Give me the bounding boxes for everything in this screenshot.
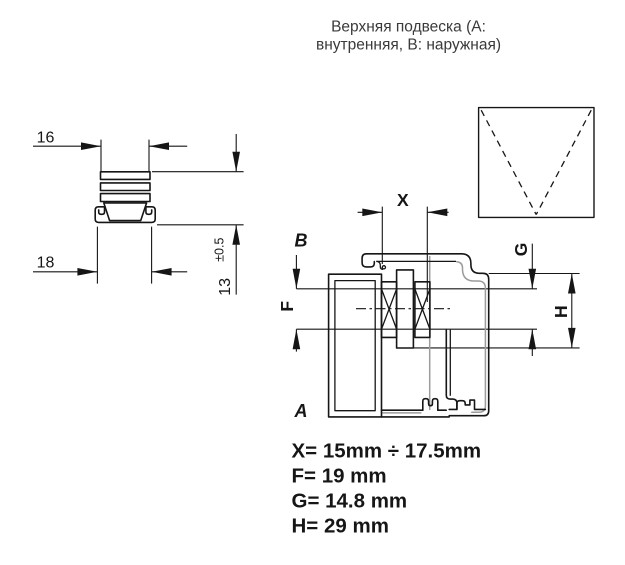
ref-lines-middle	[296, 288, 537, 330]
dimension-values: X= 15mm ÷ 17.5mm F= 19 mm G= 14.8 mm H= …	[292, 440, 482, 538]
arrow-down-icon	[232, 151, 240, 172]
arrow-right-icon	[81, 142, 101, 150]
arrow-up-icon	[292, 329, 301, 350]
profile-a-bottom-flange	[380, 409, 450, 418]
title-line-1: Верхняя подвеска (А:	[331, 19, 486, 36]
dim-label-g: G	[511, 243, 531, 257]
fastener-wedge	[103, 202, 148, 222]
rail-lip-left	[97, 206, 106, 216]
roller-bracket-right	[414, 281, 431, 339]
dim-label-f: F	[277, 301, 297, 312]
dim-label-h: H	[551, 305, 571, 318]
dim-label-13: 13	[217, 278, 234, 296]
fastener-rib	[99, 192, 151, 203]
arrow-down-icon	[528, 268, 537, 289]
profile-b-inner-lip	[376, 260, 384, 270]
dim-label-18: 18	[37, 254, 55, 271]
assembly-section-view: X F G H B A	[277, 190, 580, 421]
opening-direction-dashed-v	[480, 109, 592, 215]
value-x: X= 15mm ÷ 17.5mm	[292, 440, 482, 463]
title-line-2: внутренняя, В: наружная)	[316, 36, 501, 53]
dim-tolerance-label: ±0.5	[213, 238, 227, 262]
arrow-up-icon	[232, 224, 240, 245]
arrow-down-icon	[292, 268, 301, 289]
value-f: F= 19 mm	[292, 465, 387, 488]
inset-frame	[477, 106, 595, 219]
value-h: H= 29 mm	[292, 515, 389, 538]
profile-b-left-hook	[361, 253, 376, 268]
dim-ext-13	[152, 171, 244, 226]
dim-ext-x	[381, 206, 428, 302]
value-g: G= 14.8 mm	[292, 490, 408, 513]
profile-b-center-wall	[445, 328, 458, 411]
arrow-left-icon	[149, 142, 169, 150]
roller-cross-left	[380, 288, 398, 330]
screw-hole	[381, 265, 387, 270]
dim-label-x: X	[397, 190, 409, 210]
profile-b-outer	[365, 253, 490, 417]
label-profile-a: A	[294, 401, 308, 421]
opening-direction-inset	[477, 106, 595, 219]
dim-ext-18	[96, 226, 153, 284]
arrow-right-icon	[362, 208, 383, 217]
arrow-right-icon	[77, 268, 98, 276]
profile-b-bottom-hooks	[448, 399, 487, 411]
profile-a-bottom-hooks	[422, 397, 439, 411]
profile-a-inner	[334, 279, 376, 412]
arrow-left-icon	[427, 208, 448, 217]
profile-a-outer	[327, 273, 383, 418]
arrow-up-icon	[568, 273, 576, 294]
fastener-rib	[99, 182, 151, 192]
arrow-up-icon	[528, 329, 537, 350]
dim-ext-16	[100, 139, 150, 171]
rail-lip-right	[145, 206, 153, 216]
fastener-rib	[99, 171, 151, 181]
label-profile-b: B	[295, 231, 308, 251]
drawing-title: Верхняя подвеска (А: внутренняя, В: нару…	[316, 19, 501, 54]
suspension-body	[395, 269, 415, 349]
arrow-down-icon	[568, 327, 576, 348]
fastener-rail	[94, 206, 156, 224]
dim-label-16: 16	[37, 130, 55, 147]
fastener-section-view: 16 18 13 ±0.5	[33, 130, 244, 296]
arrow-left-icon	[151, 268, 172, 276]
track-inner-contour-gray	[456, 260, 487, 413]
